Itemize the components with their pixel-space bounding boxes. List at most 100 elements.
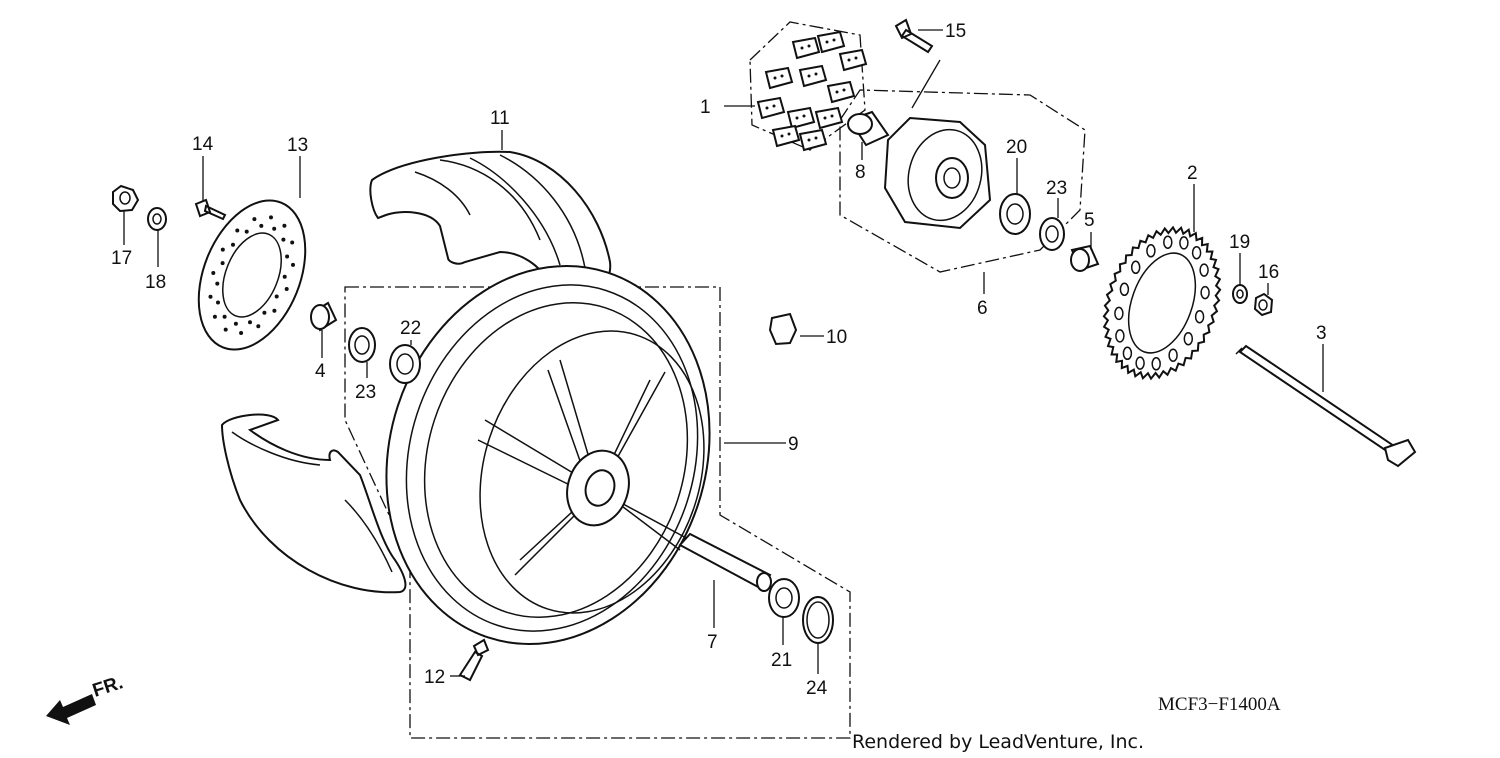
damper-texture	[807, 44, 811, 48]
front-direction-arrow: FR.	[46, 672, 126, 725]
tire-tread	[414, 154, 586, 269]
bearing-22	[389, 344, 421, 384]
disc-hole	[285, 254, 290, 259]
damper-texture	[780, 134, 784, 138]
diagram-code: MCF3−F1400A	[1158, 694, 1281, 715]
brake-disc	[197, 199, 307, 351]
callout-2: 2	[1187, 163, 1198, 184]
damper-texture	[814, 136, 818, 140]
disc-hole	[291, 262, 295, 267]
sprocket-hole	[1146, 244, 1156, 258]
damper-texture	[854, 56, 858, 60]
bearing-23-right	[1039, 217, 1065, 251]
damper-rubber	[816, 30, 846, 54]
sprocket-hole	[1200, 285, 1210, 300]
disc-hole	[272, 226, 277, 231]
disc-hole	[282, 223, 287, 228]
ring-24	[802, 596, 834, 644]
disc-hole	[259, 223, 264, 228]
callout-14: 14	[192, 134, 214, 155]
callout-3: 3	[1316, 323, 1327, 344]
tire-lower-inner	[231, 431, 393, 573]
damper-texture	[830, 114, 834, 118]
disc-hole	[215, 281, 220, 286]
disc-hole	[239, 331, 244, 335]
sprocket-hole	[1119, 282, 1130, 297]
direction-label: FR.	[90, 672, 126, 701]
bearing-20	[999, 193, 1031, 235]
sprocket-hole	[1183, 331, 1194, 346]
damper-rubber	[826, 80, 856, 104]
bearing-21	[768, 578, 800, 618]
damper-rubber	[786, 106, 816, 130]
sprocket-hole	[1199, 263, 1209, 277]
callout-1: 1	[700, 97, 711, 118]
axle	[1235, 344, 1417, 468]
damper-rubber	[814, 106, 844, 130]
sprocket-hole	[1179, 236, 1189, 250]
damper-texture	[765, 106, 769, 110]
hub-group-outline	[839, 89, 1086, 273]
washer-19	[1232, 284, 1248, 304]
callout-6: 6	[977, 298, 988, 319]
callout-15: 15	[945, 21, 966, 42]
callout-17: 17	[111, 248, 132, 269]
collar-8	[847, 110, 890, 147]
callout-7: 7	[707, 632, 718, 653]
sprocket-hole	[1194, 309, 1205, 324]
damper-texture	[835, 90, 839, 94]
sprocket-hole	[1168, 348, 1178, 362]
bearing-23-left	[348, 327, 376, 363]
wheel-group-outline	[344, 286, 851, 739]
disc-hole	[252, 217, 257, 222]
driven-flange	[883, 116, 992, 230]
damper-texture	[802, 114, 806, 118]
callout-8: 8	[855, 162, 866, 183]
damper-texture	[807, 138, 811, 142]
leader-lines	[123, 29, 1324, 677]
callout-13: 13	[287, 135, 308, 156]
disc-hole	[220, 247, 225, 252]
callout-23b: 23	[1046, 178, 1067, 199]
disc-hole	[248, 320, 252, 325]
sprocket-hole	[1114, 306, 1124, 321]
callout-19: 19	[1229, 232, 1250, 253]
disc-hole	[211, 271, 216, 275]
washer-18	[147, 207, 167, 231]
damper-rubber	[791, 36, 821, 60]
damper-texture	[787, 132, 791, 136]
callout-12: 12	[424, 667, 445, 688]
nut-17	[112, 184, 140, 213]
damper-texture	[807, 74, 811, 78]
disc-hole	[272, 308, 277, 313]
disc-hole	[256, 324, 261, 329]
clip-10	[768, 312, 798, 346]
damper-rubber	[838, 48, 868, 72]
disc-hole	[233, 321, 238, 326]
damper-rubber	[764, 66, 794, 90]
bolt-15	[894, 18, 934, 54]
nut-16	[1253, 292, 1274, 317]
damper-texture	[842, 88, 846, 92]
disc-hole	[262, 310, 267, 315]
damper-rubbers	[756, 30, 868, 152]
disc-hole	[235, 228, 240, 233]
arrow-left-icon	[46, 694, 96, 725]
sprocket-hole	[1151, 357, 1161, 371]
damper-rubber	[771, 124, 801, 148]
nut-17-hole	[119, 191, 131, 205]
disc-hole	[223, 327, 228, 332]
disc-hole	[220, 261, 225, 266]
damper-texture	[823, 116, 827, 120]
damper-texture	[795, 116, 799, 120]
sprocket	[1102, 225, 1222, 381]
callout-23a: 23	[355, 382, 376, 403]
damper-texture	[847, 58, 851, 62]
damper-texture	[800, 46, 804, 50]
callout-10: 10	[826, 327, 847, 348]
damper-texture	[832, 38, 836, 42]
callout-22: 22	[400, 318, 421, 339]
callout-24: 24	[806, 678, 828, 699]
disc-hole	[290, 240, 295, 245]
disc-hole	[231, 242, 235, 247]
